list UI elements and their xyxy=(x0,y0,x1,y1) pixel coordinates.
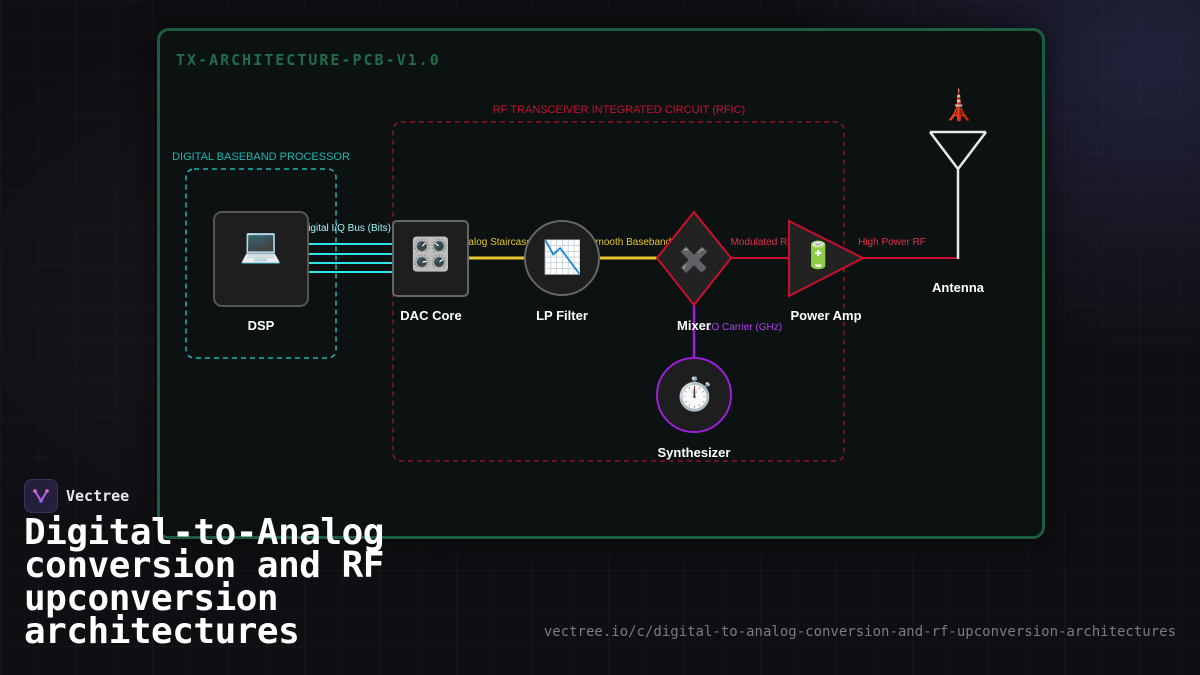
dac-node[interactable] xyxy=(392,220,469,297)
dsp-node[interactable] xyxy=(213,211,309,307)
headline: Digital-to-Analog conversion and RF upco… xyxy=(24,512,384,652)
vectree-logo-icon xyxy=(24,479,58,513)
synth-label: Synthesizer xyxy=(657,445,731,460)
dbp-group-box xyxy=(185,168,337,359)
control-knobs-icon: 🎛️ xyxy=(410,235,451,273)
antenna-mast xyxy=(929,130,987,259)
tower-icon: 🗼 xyxy=(940,88,978,123)
lpf-label: LP Filter xyxy=(536,308,588,323)
dsp-label: DSP xyxy=(247,318,275,333)
board-title: TX-ARCHITECTURE-PCB-V1.0 xyxy=(176,51,441,69)
edge-label-staircase: Analog Staircase xyxy=(456,237,532,248)
battery-icon: 🔋 xyxy=(802,241,835,271)
dbp-group-label: DIGITAL BASEBAND PROCESSOR xyxy=(172,151,350,163)
page-url[interactable]: vectree.io/c/digital-to-analog-conversio… xyxy=(543,624,1176,640)
edge-label-modulated: Modulated RF xyxy=(731,237,794,248)
synth-node[interactable] xyxy=(656,357,732,433)
lpf-node[interactable] xyxy=(524,220,600,296)
edge-label-smooth: Smooth Baseband xyxy=(589,237,671,248)
stopwatch-icon: ⏱️ xyxy=(674,375,715,413)
multiply-icon: ✖️ xyxy=(679,246,709,274)
edge-label-iq-bus: Digital I/Q Bus (Bits) xyxy=(301,223,391,234)
pa-label: Power Amp xyxy=(790,308,862,323)
dac-label: DAC Core xyxy=(400,308,462,323)
mixer-label: Mixer xyxy=(677,318,711,333)
pa-node[interactable] xyxy=(788,219,866,298)
laptop-icon: 💻 xyxy=(239,226,283,266)
chart-decreasing-icon: 📉 xyxy=(542,238,583,276)
antenna-label: Antenna xyxy=(932,280,984,295)
edge-label-high-power: High Power RF xyxy=(858,237,926,248)
rfic-group-box xyxy=(392,121,845,462)
rfic-group-label: RF TRANSCEIVER INTEGRATED CIRCUIT (RFIC) xyxy=(493,104,745,116)
iq-bus-lines xyxy=(309,243,393,273)
brand[interactable]: Vectree xyxy=(24,479,129,513)
mixer-node[interactable] xyxy=(655,210,733,307)
edge-label-lo: LO Carrier (GHz) xyxy=(706,322,782,333)
brand-name: Vectree xyxy=(66,487,130,505)
